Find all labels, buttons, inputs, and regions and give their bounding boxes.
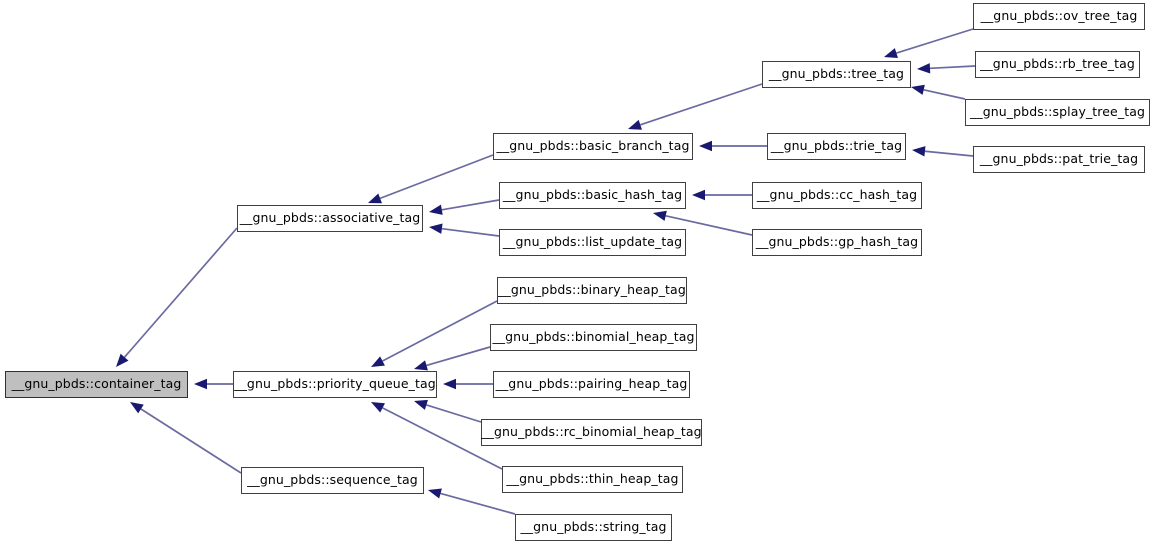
edge-arrowhead: [428, 488, 442, 499]
node-label: __gnu_pbds::ov_tree_tag: [980, 8, 1138, 24]
edge-arrowhead: [912, 146, 926, 157]
node-list_update_tag[interactable]: __gnu_pbds::list_update_tag: [499, 229, 686, 256]
edge-rb_tree_tag-to-tree_tag: [917, 63, 976, 74]
node-label: __gnu_pbds::basic_hash_tag: [502, 187, 683, 203]
edge-line: [640, 83, 763, 126]
edge-binary_heap_tag-to-priority_queue_tag: [371, 300, 498, 367]
node-tree_tag[interactable]: __gnu_pbds::tree_tag: [762, 61, 911, 88]
edge-line: [140, 408, 242, 474]
node-rb_tree_tag[interactable]: __gnu_pbds::rb_tree_tag: [975, 51, 1140, 78]
edge-line: [896, 28, 974, 54]
edge-line: [924, 150, 974, 157]
edge-pat_trie_tag-to-trie_tag: [912, 146, 974, 157]
node-string_tag[interactable]: __gnu_pbds::string_tag: [515, 514, 672, 541]
node-pat_trie_tag[interactable]: __gnu_pbds::pat_trie_tag: [973, 146, 1145, 173]
node-splay_tree_tag[interactable]: __gnu_pbds::splay_tree_tag: [965, 99, 1150, 126]
edge-binomial_heap_tag-to-priority_queue_tag: [414, 346, 491, 371]
node-trie_tag[interactable]: __gnu_pbds::trie_tag: [767, 133, 906, 160]
node-priority_queue_tag[interactable]: __gnu_pbds::priority_queue_tag: [233, 371, 437, 398]
edge-trie_tag-to-basic_branch_tag: [699, 140, 767, 152]
edge-cc_hash_tag-to-basic_hash_tag: [692, 189, 752, 201]
node-binomial_heap_tag[interactable]: __gnu_pbds::binomial_heap_tag: [490, 324, 697, 351]
edge-line: [426, 346, 491, 367]
edge-rc_binomial_heap_tag-to-priority_queue_tag: [414, 399, 482, 423]
edge-arrowhead: [371, 356, 385, 367]
edge-ov_tree_tag-to-tree_tag: [884, 28, 974, 59]
edge-basic_branch_tag-to-associative_tag: [368, 154, 494, 204]
node-container_tag[interactable]: __gnu_pbds::container_tag: [5, 371, 188, 398]
node-label: __gnu_pbds::cc_hash_tag: [756, 187, 918, 203]
edge-arrowhead: [116, 353, 129, 367]
node-label: __gnu_pbds::list_update_tag: [502, 234, 683, 250]
node-label: __gnu_pbds::trie_tag: [770, 138, 903, 154]
node-label: __gnu_pbds::associative_tag: [239, 210, 421, 226]
edge-basic_hash_tag-to-associative_tag: [429, 199, 500, 215]
node-cc_hash_tag[interactable]: __gnu_pbds::cc_hash_tag: [752, 182, 922, 209]
node-binary_heap_tag[interactable]: __gnu_pbds::binary_heap_tag: [497, 277, 687, 304]
node-label: __gnu_pbds::pat_trie_tag: [979, 151, 1139, 167]
edge-sequence_tag-to-container_tag: [130, 402, 242, 474]
edge-arrowhead: [699, 140, 712, 152]
node-associative_tag[interactable]: __gnu_pbds::associative_tag: [237, 205, 423, 232]
edge-arrowhead: [130, 402, 144, 414]
edge-arrowhead: [368, 193, 383, 204]
node-sequence_tag[interactable]: __gnu_pbds::sequence_tag: [241, 467, 424, 494]
edge-arrowhead: [414, 360, 428, 371]
node-label: __gnu_pbds::binary_heap_tag: [498, 282, 686, 298]
node-rc_binomial_heap_tag[interactable]: __gnu_pbds::rc_binomial_heap_tag: [481, 419, 702, 446]
node-label: __gnu_pbds::pairing_heap_tag: [495, 376, 688, 392]
edge-line: [123, 227, 238, 358]
node-label: __gnu_pbds::gp_hash_tag: [755, 234, 919, 250]
node-basic_branch_tag[interactable]: __gnu_pbds::basic_branch_tag: [493, 133, 693, 160]
node-label: __gnu_pbds::basic_branch_tag: [496, 138, 690, 154]
edge-line: [929, 65, 976, 70]
edge-line: [426, 404, 482, 423]
edge-arrowhead: [429, 223, 443, 234]
edge-arrowhead: [443, 378, 456, 390]
node-label: __gnu_pbds::thin_heap_tag: [506, 471, 679, 487]
node-label: __gnu_pbds::splay_tree_tag: [970, 104, 1145, 120]
node-label: __gnu_pbds::sequence_tag: [247, 472, 418, 488]
node-label: __gnu_pbds::rb_tree_tag: [980, 56, 1135, 72]
edge-arrowhead: [429, 204, 443, 215]
edge-splay_tree_tag-to-tree_tag: [911, 84, 966, 100]
edge-arrowhead: [917, 63, 931, 74]
edge-arrowhead: [194, 378, 207, 390]
edge-tree_tag-to-basic_branch_tag: [628, 83, 763, 130]
edge-arrowhead: [653, 210, 667, 221]
node-pairing_heap_tag[interactable]: __gnu_pbds::pairing_heap_tag: [493, 371, 690, 398]
edge-line: [441, 227, 500, 237]
edge-line: [440, 492, 516, 515]
edge-arrowhead: [911, 84, 925, 95]
node-label: __gnu_pbds::container_tag: [11, 376, 182, 392]
edge-arrowhead: [371, 402, 385, 413]
edge-arrowhead: [628, 119, 642, 130]
edge-arrowhead: [692, 189, 705, 201]
edge-priority_queue_tag-to-container_tag: [194, 378, 233, 390]
node-thin_heap_tag[interactable]: __gnu_pbds::thin_heap_tag: [502, 466, 683, 493]
edge-arrowhead: [414, 399, 428, 410]
node-label: __gnu_pbds::tree_tag: [768, 66, 905, 82]
edge-associative_tag-to-container_tag: [116, 227, 238, 367]
node-label: __gnu_pbds::priority_queue_tag: [234, 376, 436, 392]
node-gp_hash_tag[interactable]: __gnu_pbds::gp_hash_tag: [752, 229, 922, 256]
node-label: __gnu_pbds::string_tag: [520, 519, 667, 535]
node-ov_tree_tag[interactable]: __gnu_pbds::ov_tree_tag: [973, 3, 1145, 30]
node-basic_hash_tag[interactable]: __gnu_pbds::basic_hash_tag: [499, 182, 686, 209]
edge-list_update_tag-to-associative_tag: [429, 223, 500, 237]
edge-pairing_heap_tag-to-priority_queue_tag: [443, 378, 493, 390]
edge-line: [923, 88, 966, 100]
edge-arrowhead: [884, 48, 898, 59]
edge-line: [441, 199, 500, 211]
node-label: __gnu_pbds::binomial_heap_tag: [492, 329, 695, 345]
edge-line: [382, 300, 498, 362]
edge-line: [379, 154, 494, 200]
node-label: __gnu_pbds::rc_binomial_heap_tag: [481, 424, 702, 440]
